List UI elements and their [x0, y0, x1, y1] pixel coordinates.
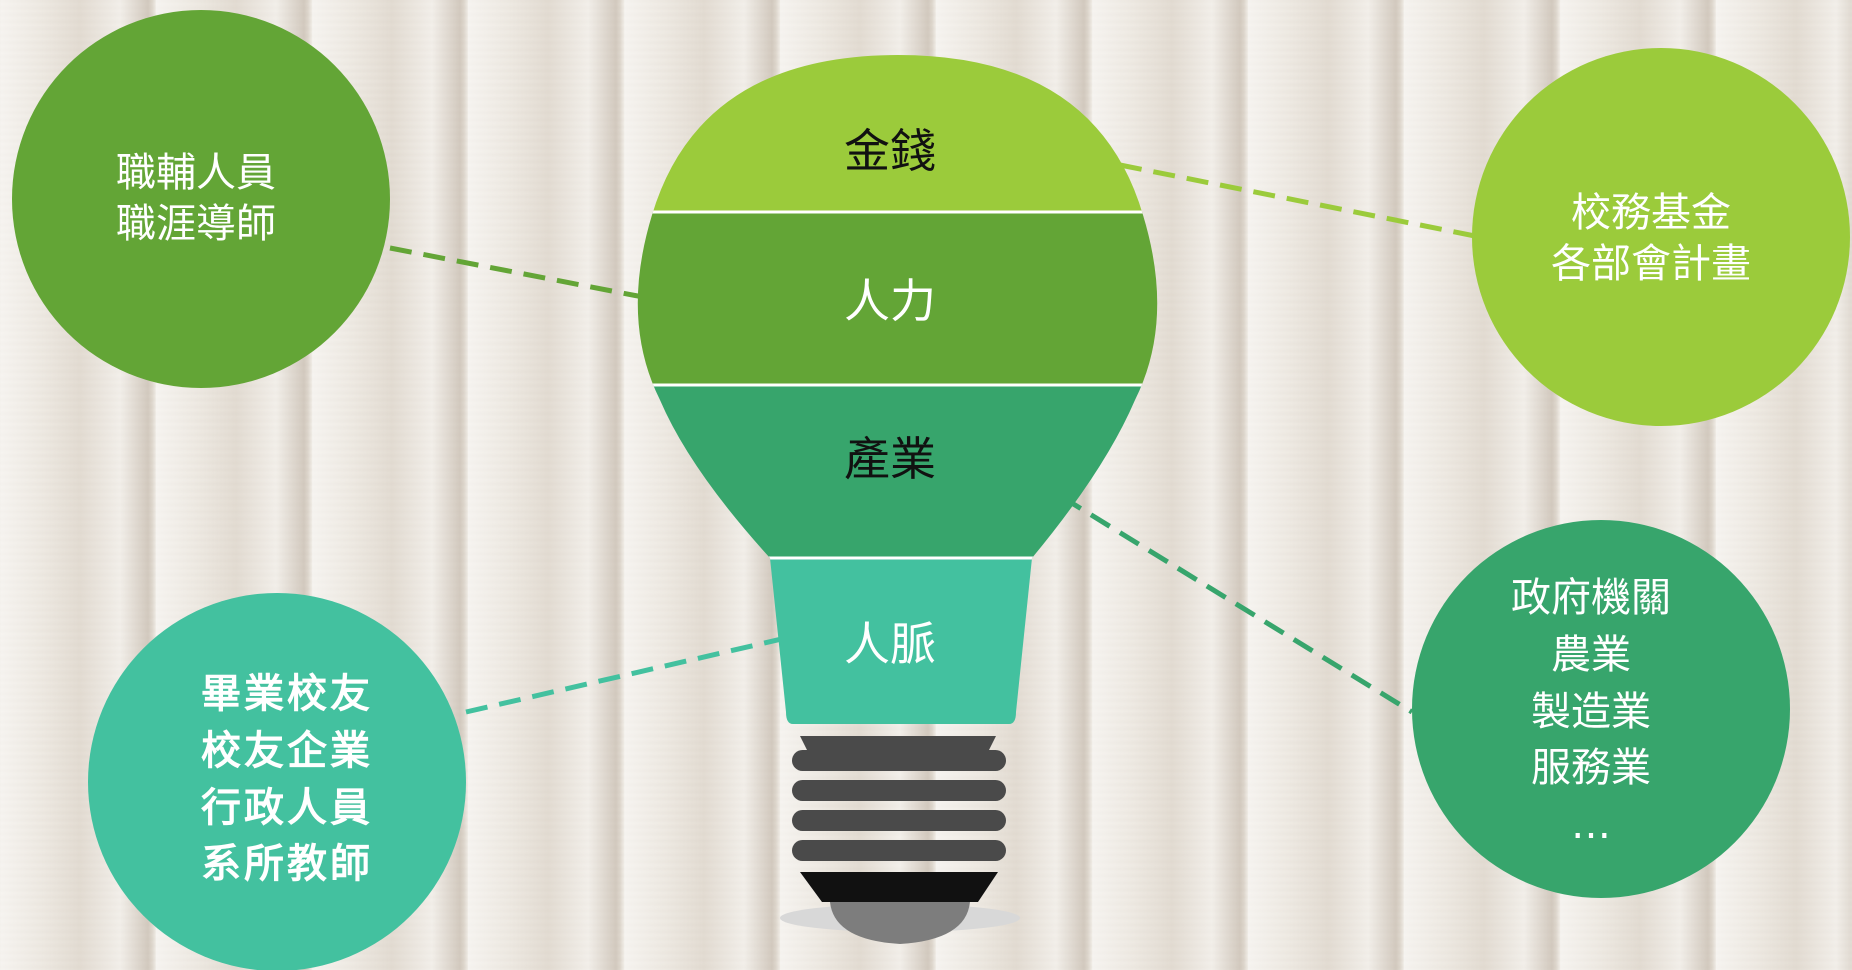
circle-network-line: 校友企業	[201, 727, 373, 774]
circle-industry-line: …	[1571, 802, 1611, 849]
circle-industry: 政府機關 農業 製造業 服務業 …	[1412, 520, 1790, 898]
base-thread	[792, 840, 1006, 861]
bulb-segment-manpower	[637, 212, 1158, 385]
circle-network-line: 畢業校友	[201, 671, 373, 717]
connector-money	[1119, 162, 1476, 239]
connector-industry	[1060, 494, 1414, 715]
base-bottom	[800, 872, 998, 902]
circle-industry-line: 製造業	[1531, 688, 1651, 735]
base-thread	[792, 810, 1006, 831]
circle-network-line: 系所教師	[201, 841, 373, 888]
circle-money: 校務基金 各部會計畫	[1472, 48, 1850, 426]
circle-money-line: 校務基金	[1571, 190, 1731, 236]
circle-manpower: 職輔人員 職涯導師	[12, 10, 390, 388]
bulb-label-manpower: 人力	[844, 274, 936, 328]
circle-manpower-line: 職輔人員	[116, 150, 276, 196]
base-thread	[792, 780, 1006, 801]
connector-manpower	[389, 245, 649, 301]
base-collar	[800, 736, 996, 752]
bulb-base	[780, 736, 1020, 944]
circle-money-line: 各部會計畫	[1551, 241, 1751, 288]
base-thread	[792, 750, 1006, 771]
circle-industry-line: 農業	[1551, 631, 1631, 678]
base-tip	[830, 902, 970, 944]
circle-industry-line: 服務業	[1531, 745, 1651, 792]
circle-industry-line: 政府機關	[1511, 575, 1671, 621]
circle-manpower-line: 職涯導師	[116, 201, 276, 248]
connector-network	[465, 635, 787, 715]
bulb-label-network: 人脈	[844, 617, 936, 671]
circle-network: 畢業校友 校友企業 行政人員 系所教師	[88, 593, 466, 970]
circle-network-line: 行政人員	[201, 784, 373, 831]
bulb-label-money: 金錢	[844, 124, 936, 178]
bulb-label-industry: 產業	[844, 432, 936, 486]
